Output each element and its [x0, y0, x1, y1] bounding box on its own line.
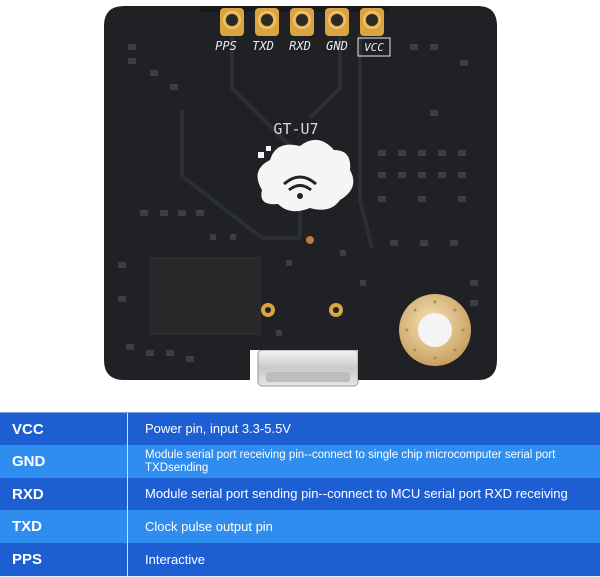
pin-name-cell: VCC [0, 413, 128, 445]
pin-description-cell: Module serial port receiving pin--connec… [145, 449, 556, 474]
pcb-components [118, 44, 478, 362]
table-row: GND Module serial port receiving pin--co… [0, 445, 600, 479]
pin-label-vcc: VCC [364, 41, 384, 54]
table-row: TXD Clock pulse output pin [0, 510, 600, 544]
gps-module-board-illustration: PPS TXD RXD GND VCC GT-U7 [104, 6, 497, 387]
usb-connector [257, 349, 359, 387]
pin-description-table: VCC Power pin, input 3.3-5.5V GND Module… [0, 412, 600, 577]
pin-label-txd: TXD [252, 39, 274, 53]
antenna-ring [399, 294, 471, 366]
pin-label-rxd: RXD [289, 39, 311, 53]
table-row: VCC Power pin, input 3.3-5.5V [0, 413, 600, 446]
table-row: RXD Module serial port sending pin--conn… [0, 478, 600, 511]
gps-module-pcb: PPS TXD RXD GND VCC GT-U7 [104, 6, 497, 387]
pin-description-cell: Clock pulse output pin [145, 518, 273, 534]
pin-label-gnd: GND [326, 39, 348, 53]
pin-description-cell: Power pin, input 3.3-5.5V [145, 421, 291, 437]
pin-description-cell: Interactive [145, 551, 205, 567]
table-row: PPS Interactive [0, 543, 600, 577]
header-pads [220, 8, 384, 36]
pin-name-cell: PPS [0, 543, 128, 576]
via-pads [261, 236, 343, 317]
antenna-area [149, 257, 261, 335]
pin-name-cell: RXD [0, 478, 128, 510]
cloud-wifi-logo-icon [257, 139, 354, 212]
pin-label-pps: PPS [215, 39, 237, 53]
board-model-label: GT-U7 [273, 120, 318, 138]
pin-description-cell: Module serial port sending pin--connect … [145, 486, 568, 502]
pin-name-cell: TXD [0, 510, 128, 543]
pin-name-cell: GND [0, 445, 128, 478]
